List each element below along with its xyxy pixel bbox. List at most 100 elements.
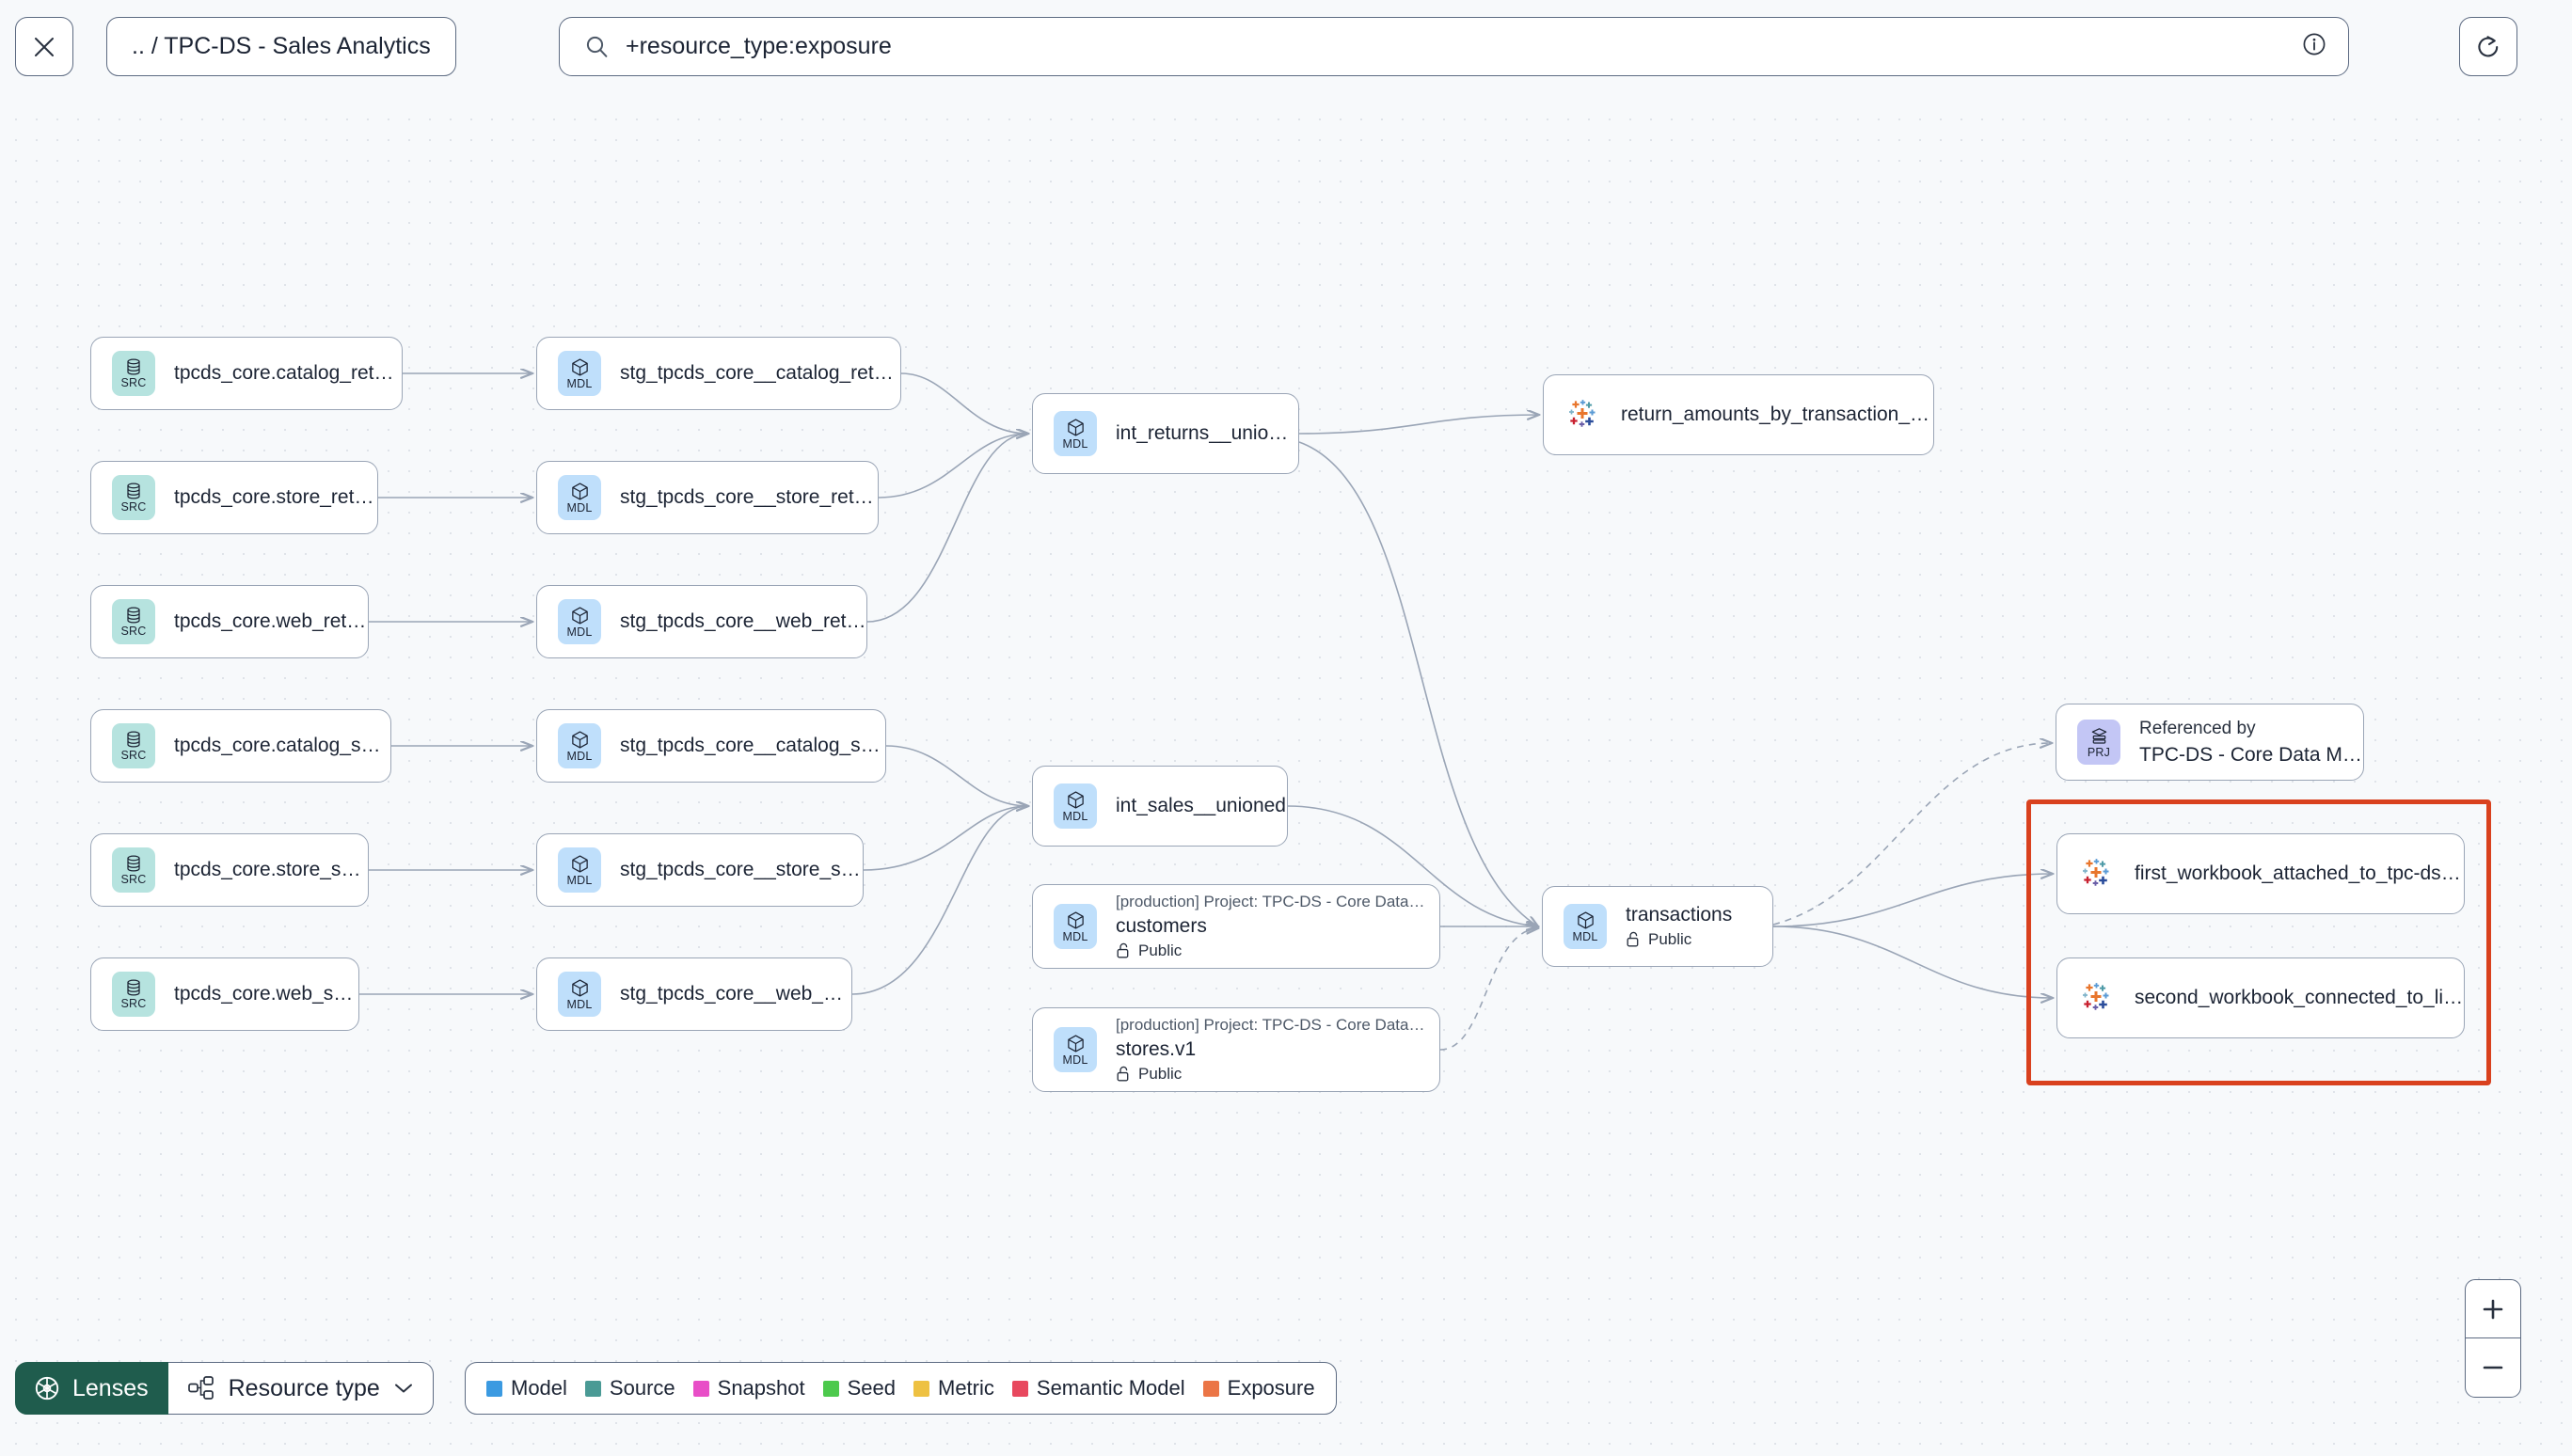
badge-label: MDL bbox=[566, 997, 593, 1011]
node-text: stg_tpcds_core__catalog_sales bbox=[620, 735, 885, 757]
breadcrumb-label: .. / TPC-DS - Sales Analytics bbox=[132, 33, 431, 59]
graph-node-stores_v1[interactable]: MDL [production] Project: TPC-DS - Core D… bbox=[1032, 1007, 1440, 1092]
node-label: tpcds_core.web_returns bbox=[174, 610, 368, 632]
node-label: stg_tpcds_core__web_sales bbox=[620, 983, 851, 1005]
node-access-label: Public bbox=[1648, 930, 1692, 948]
node-label: tpcds_core.store_returns bbox=[174, 486, 377, 508]
graph-node-int_returns_unioned[interactable]: MDL int_returns__unioned bbox=[1032, 393, 1299, 474]
legend-label: Exposure bbox=[1227, 1376, 1315, 1400]
info-icon[interactable] bbox=[2301, 31, 2327, 62]
graph-node-first_workbook[interactable]: first_workbook_attached_to_tpc-ds_-_… bbox=[2056, 833, 2465, 914]
badge-label: MDL bbox=[1062, 1052, 1088, 1067]
graph-node-stg_store_returns[interactable]: MDL stg_tpcds_core__store_returns bbox=[536, 461, 879, 534]
zoom-in-button[interactable] bbox=[2466, 1280, 2520, 1338]
node-access: Public bbox=[1626, 930, 1732, 949]
search-input[interactable]: +resource_type:exposure bbox=[559, 17, 2349, 76]
badge-label: MDL bbox=[566, 500, 593, 514]
node-label: return_amounts_by_transaction_type bbox=[1621, 404, 1933, 425]
legend-swatch bbox=[692, 1380, 709, 1397]
badge-model: MDL bbox=[558, 475, 601, 520]
node-project: [production] Project: TPC-DS - Core Data… bbox=[1116, 1016, 1426, 1034]
zoom-out-button[interactable] bbox=[2466, 1338, 2520, 1397]
badge-exposure bbox=[1564, 396, 1602, 434]
node-text: stg_tpcds_core__store_sales bbox=[620, 859, 863, 881]
badge-label: SRC bbox=[120, 625, 147, 639]
resource-type-dropdown[interactable]: Resource type bbox=[167, 1362, 434, 1415]
legend-swatch bbox=[486, 1380, 502, 1397]
badge-label: SRC bbox=[120, 873, 147, 887]
legend-item-metric[interactable]: Metric bbox=[913, 1376, 994, 1401]
close-button[interactable] bbox=[15, 17, 73, 76]
legend-label: Semantic Model bbox=[1036, 1376, 1185, 1400]
node-text: tpcds_core.catalog_sales bbox=[174, 735, 390, 757]
node-label: tpcds_core.catalog_returns bbox=[174, 362, 402, 384]
tableau-icon bbox=[2083, 859, 2109, 886]
badge-project: PRJ bbox=[2077, 720, 2120, 765]
node-access-label: Public bbox=[1138, 1065, 1183, 1083]
lenses-button[interactable]: Lenses bbox=[15, 1362, 168, 1415]
graph-node-second_workbook[interactable]: second_workbook_connected_to_live… bbox=[2056, 957, 2465, 1038]
refresh-icon bbox=[2478, 35, 2499, 56]
node-text: tpcds_core.store_returns bbox=[174, 486, 377, 509]
refresh-button[interactable] bbox=[2459, 17, 2517, 76]
database-icon bbox=[127, 483, 140, 499]
node-label: stg_tpcds_core__catalog_sales bbox=[620, 735, 885, 756]
legend-item-semantic-model[interactable]: Semantic Model bbox=[1011, 1376, 1185, 1401]
legend-swatch bbox=[1202, 1380, 1219, 1397]
badge-source: SRC bbox=[112, 723, 155, 768]
tableau-icon bbox=[1569, 400, 1596, 427]
legend-swatch bbox=[822, 1380, 839, 1397]
badge-label: MDL bbox=[1062, 436, 1088, 451]
graph-node-return_amounts[interactable]: return_amounts_by_transaction_type bbox=[1543, 374, 1934, 455]
node-text: [production] Project: TPC-DS - Core Data… bbox=[1116, 893, 1426, 960]
badge-label: MDL bbox=[1062, 929, 1088, 943]
badge-model: MDL bbox=[1054, 783, 1097, 829]
node-label: int_sales__unioned bbox=[1116, 795, 1286, 816]
badge-label: SRC bbox=[120, 997, 147, 1011]
graph-node-src_catalog_sales[interactable]: SRC tpcds_core.catalog_sales bbox=[90, 709, 391, 783]
breadcrumb[interactable]: .. / TPC-DS - Sales Analytics bbox=[106, 17, 456, 76]
graph-node-src_web_returns[interactable]: SRC tpcds_core.web_returns bbox=[90, 585, 369, 658]
close-icon bbox=[35, 37, 54, 56]
database-icon bbox=[127, 979, 140, 996]
node-text: stg_tpcds_core__web_sales bbox=[620, 983, 851, 1005]
legend-item-source[interactable]: Source bbox=[584, 1376, 675, 1401]
badge-model: MDL bbox=[558, 599, 601, 644]
search-query-text: +resource_type:exposure bbox=[626, 33, 892, 59]
graph-node-stg_catalog_sales[interactable]: MDL stg_tpcds_core__catalog_sales bbox=[536, 709, 886, 783]
node-text: int_returns__unioned bbox=[1116, 422, 1298, 445]
unlock-icon bbox=[1117, 942, 1129, 958]
legend-item-seed[interactable]: Seed bbox=[822, 1376, 896, 1401]
graph-node-customers[interactable]: MDL [production] Project: TPC-DS - Core D… bbox=[1032, 884, 1440, 969]
node-text: second_workbook_connected_to_live… bbox=[2135, 987, 2464, 1009]
badge-model: MDL bbox=[558, 723, 601, 768]
cube-icon bbox=[1067, 1035, 1084, 1052]
graph-node-stg_web_returns[interactable]: MDL stg_tpcds_core__web_returns bbox=[536, 585, 867, 658]
badge-label: PRJ bbox=[2087, 745, 2111, 759]
cube-icon bbox=[1067, 911, 1084, 929]
project-stack-icon bbox=[2091, 727, 2106, 744]
graph-node-int_sales_unioned[interactable]: MDL int_sales__unioned bbox=[1032, 766, 1288, 847]
node-text: stg_tpcds_core__store_returns bbox=[620, 486, 878, 509]
badge-exposure bbox=[2078, 855, 2116, 893]
node-text: stg_tpcds_core__web_returns bbox=[620, 610, 866, 633]
database-icon bbox=[127, 731, 140, 748]
node-label: int_returns__unioned bbox=[1116, 422, 1298, 444]
legend-item-snapshot[interactable]: Snapshot bbox=[692, 1376, 805, 1401]
legend-item-model[interactable]: Model bbox=[486, 1376, 567, 1401]
legend-swatch bbox=[584, 1380, 601, 1397]
graph-node-stg_web_sales[interactable]: MDL stg_tpcds_core__web_sales bbox=[536, 957, 852, 1031]
plus-icon bbox=[2483, 1299, 2503, 1319]
node-label: TPC-DS - Core Data Models bbox=[2139, 743, 2363, 766]
legend-item-exposure[interactable]: Exposure bbox=[1202, 1376, 1315, 1401]
node-label: tpcds_core.catalog_sales bbox=[174, 735, 390, 756]
